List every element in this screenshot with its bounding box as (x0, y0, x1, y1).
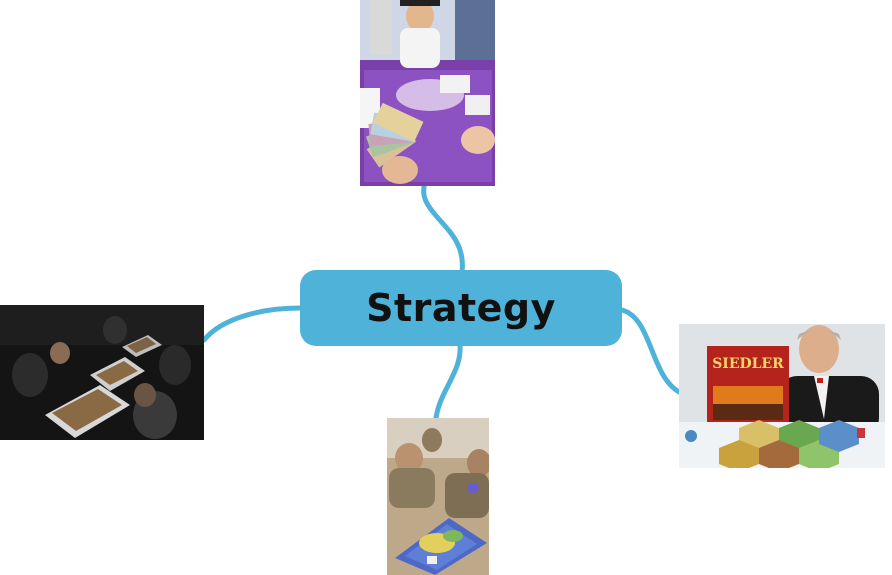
settlers-of-catan-photo[interactable]: SIEDLER (679, 324, 885, 468)
connector-top (421, 183, 465, 275)
settlers-box-title: SIEDLER (712, 356, 784, 372)
connector-right (619, 307, 682, 395)
connector-bottom (433, 342, 463, 421)
soldiers-board-game-photo[interactable] (387, 418, 489, 575)
connector-left (201, 305, 303, 343)
money-board-game-photo[interactable] (360, 0, 495, 186)
central-topic-label: Strategy (366, 286, 556, 330)
central-topic[interactable]: Strategy (300, 270, 622, 346)
chess-tournament-photo[interactable] (0, 305, 204, 440)
